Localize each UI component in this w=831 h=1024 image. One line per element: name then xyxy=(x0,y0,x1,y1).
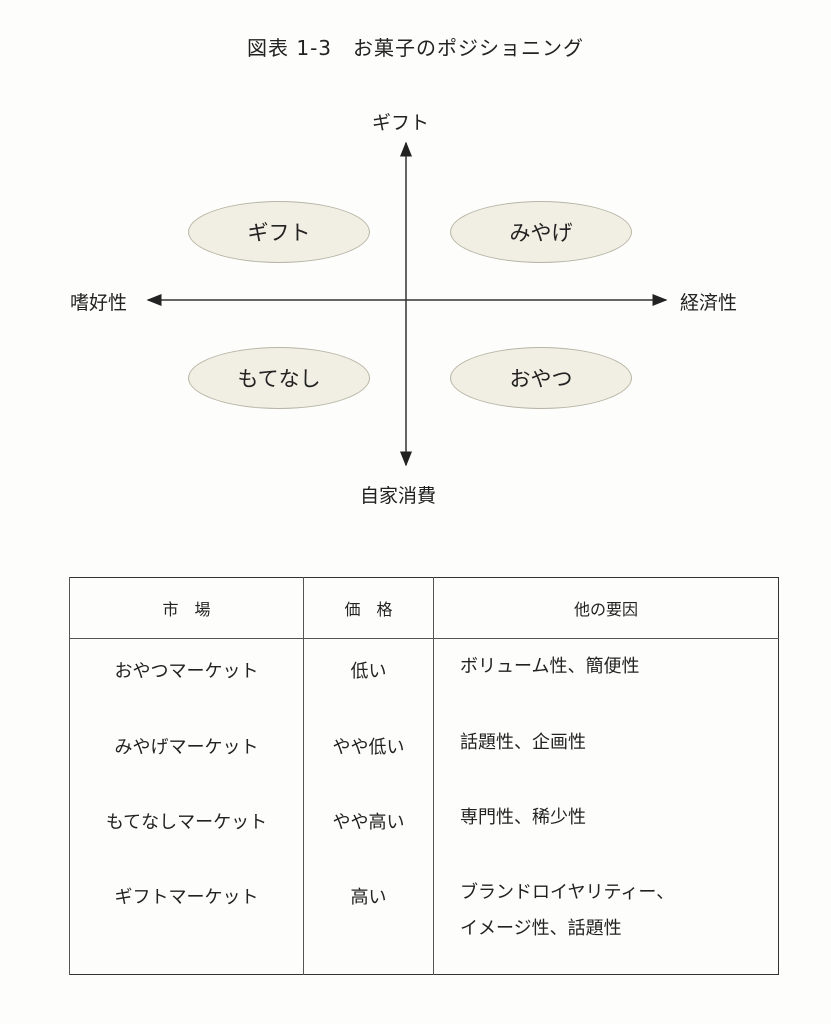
table-row: もてなしマーケット やや高い 専門性、稀少性 xyxy=(69,789,779,865)
quadrant-gift: ギフト xyxy=(188,201,370,263)
cell-factors: 話題性、企画性 xyxy=(433,714,779,790)
factor-line: ボリューム性、簡便性 xyxy=(460,656,640,677)
cell-factors: ブランドロイヤリティー、 イメージ性、話題性 xyxy=(433,865,779,975)
axis-label-left: 嗜好性 xyxy=(70,292,128,314)
market-table: 市 場 価 格 他の要因 おやつマーケット 低い ボリューム性、簡便性 みやげマ… xyxy=(69,577,779,975)
table-row: おやつマーケット 低い ボリューム性、簡便性 xyxy=(69,638,779,715)
factor-line: 話題性、企画性 xyxy=(460,731,586,753)
quadrant-motenashi: もてなし xyxy=(188,347,370,409)
header-factors: 他の要因 xyxy=(433,577,779,639)
header-price: 価 格 xyxy=(303,577,434,639)
cell-market: おやつマーケット xyxy=(69,638,304,715)
cell-factors: ボリューム性、簡便性 xyxy=(433,638,779,715)
axes xyxy=(146,141,668,467)
table-row: みやげマーケット やや低い 話題性、企画性 xyxy=(69,714,779,790)
factor-line: イメージ性、話題性 xyxy=(460,918,622,939)
quadrant-miyage: みやげ xyxy=(450,201,632,263)
figure-title: 図表 1-3 お菓子のポジショニング xyxy=(246,36,585,60)
factor-line: 専門性、稀少性 xyxy=(460,806,586,828)
axis-label-top: ギフト xyxy=(372,112,430,134)
axis-label-right: 経済性 xyxy=(680,292,738,314)
cell-market: もてなしマーケット xyxy=(69,789,304,865)
table-row: ギフトマーケット 高い ブランドロイヤリティー、 イメージ性、話題性 xyxy=(69,865,779,975)
cell-market: ギフトマーケット xyxy=(69,865,304,975)
cell-price: やや低い xyxy=(303,714,434,790)
header-market: 市 場 xyxy=(69,577,304,639)
cell-price: 高い xyxy=(303,865,434,975)
cell-market: みやげマーケット xyxy=(69,714,304,790)
axis-label-bottom: 自家消費 xyxy=(360,485,437,507)
cell-factors: 専門性、稀少性 xyxy=(433,789,779,865)
factor-line: ブランドロイヤリティー、 xyxy=(460,882,675,903)
quadrant-oyatsu: おやつ xyxy=(450,347,632,409)
cell-price: 低い xyxy=(303,638,434,715)
cell-price: やや高い xyxy=(303,789,434,865)
table-header: 市 場 価 格 他の要因 xyxy=(69,577,779,639)
